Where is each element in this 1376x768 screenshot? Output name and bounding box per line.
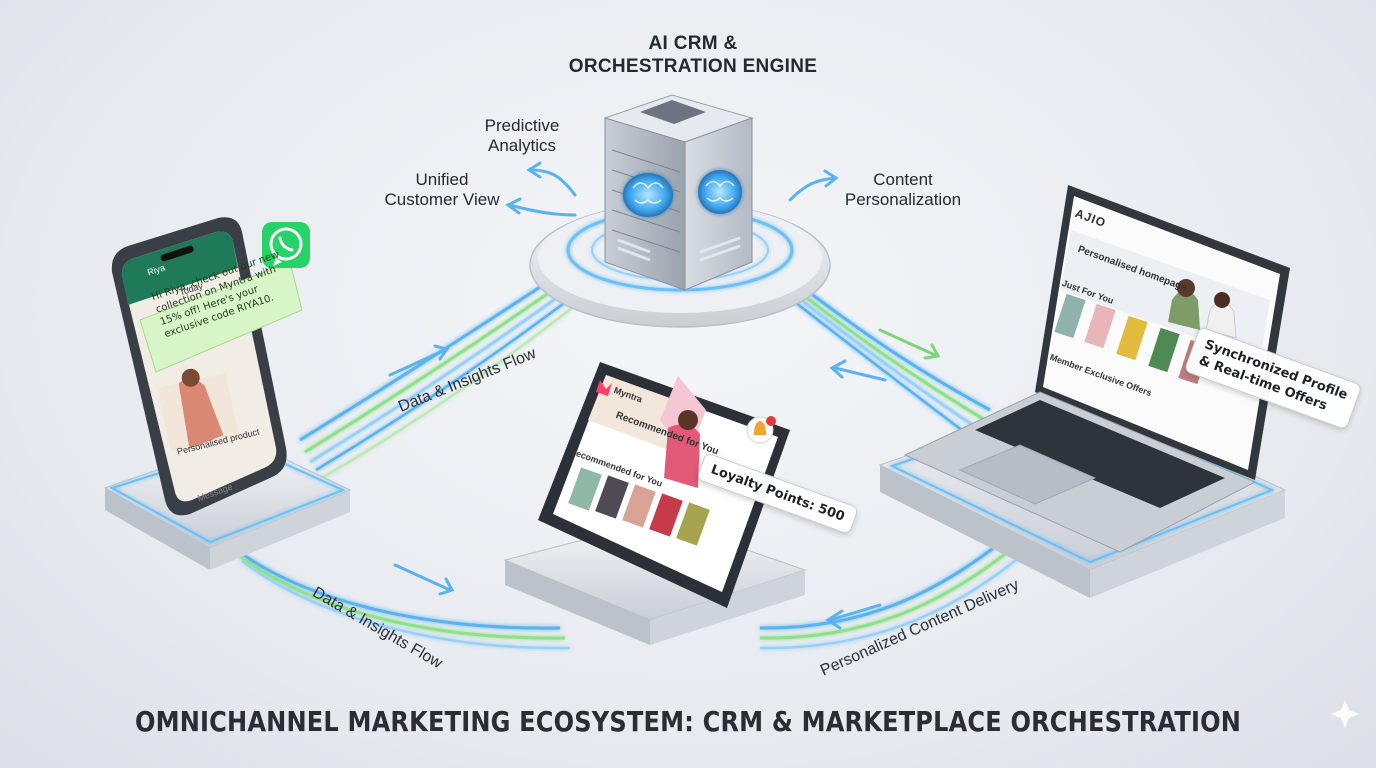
laptop (903, 185, 1290, 553)
flow-arrows (388, 161, 941, 630)
sparkle-icon (1331, 700, 1359, 728)
unified-line2: Customer View (384, 190, 500, 210)
engine-title: AI CRM & ORCHESTRATION ENGINE (548, 33, 838, 79)
smartphone (111, 217, 303, 516)
content-personalization-label: Content Personalization (828, 170, 978, 211)
unified-line1: Unified (415, 170, 469, 189)
predictive-line2: Analytics (487, 136, 557, 156)
ai-server-tower (603, 94, 754, 442)
tablet (538, 362, 790, 608)
personalization-line1: Content (873, 170, 933, 189)
brain-icon (698, 170, 742, 214)
brain-icon (623, 173, 673, 217)
diagram-title: OMNICHANNEL MARKETING ECOSYSTEM: CRM & M… (134, 705, 1242, 738)
flow-bundle-phone-tablet (229, 543, 571, 650)
notification-bell-icon (746, 416, 776, 444)
predictive-analytics-label: Predictive Analytics (462, 116, 582, 157)
predictive-line1: Predictive (484, 116, 560, 135)
myntra-logo-icon (596, 380, 612, 396)
whatsapp-icon (262, 222, 310, 268)
personalization-line2: Personalization (844, 190, 962, 210)
engine-title-line1: AI CRM & (648, 33, 738, 54)
engine-title-line2: ORCHESTRATION ENGINE (568, 55, 818, 77)
unified-customer-view-label: Unified Customer View (372, 170, 512, 211)
